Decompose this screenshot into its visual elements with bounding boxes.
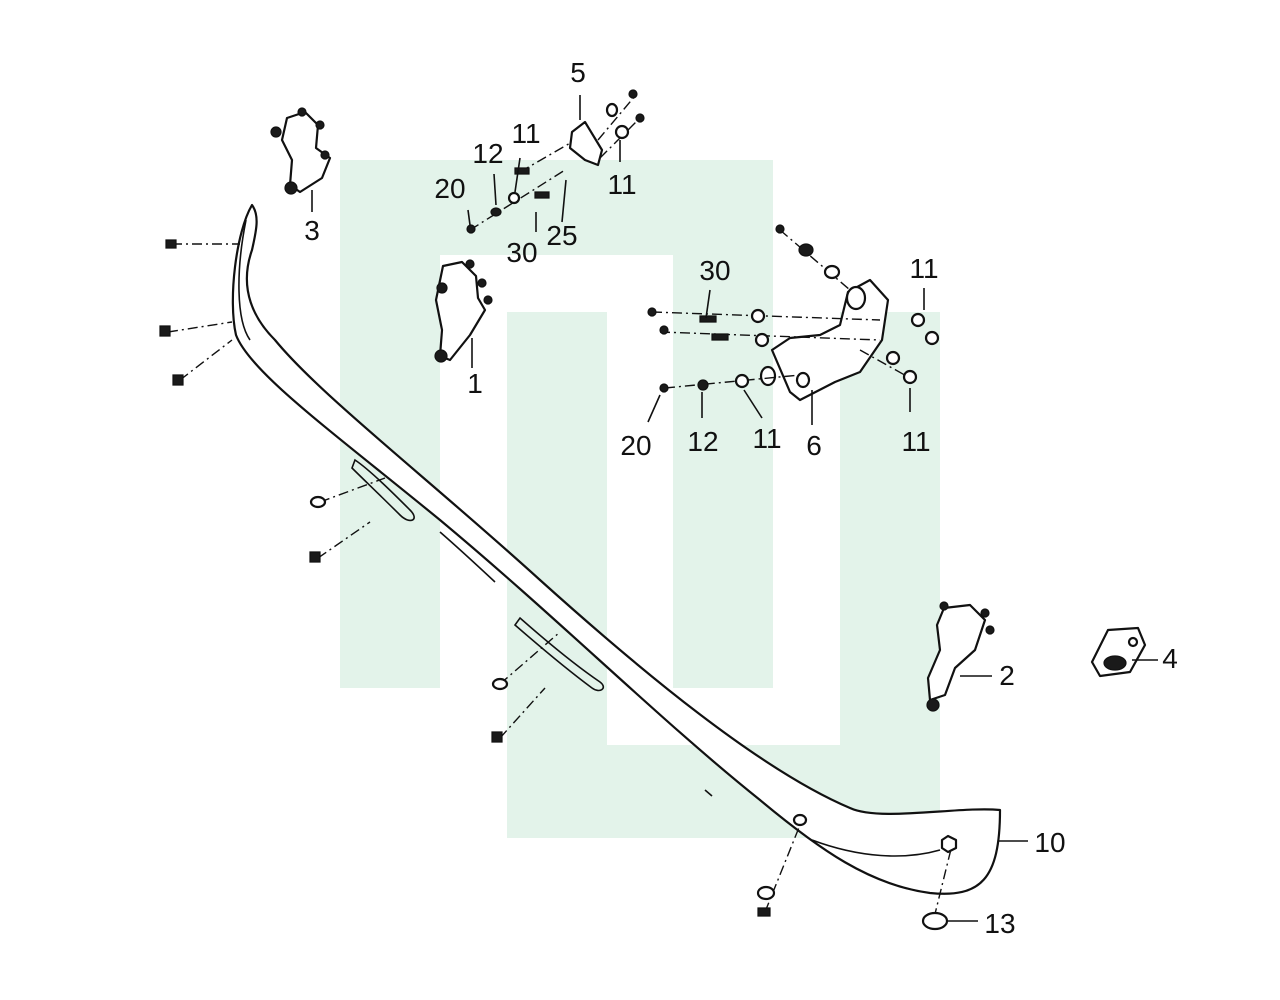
washer-icon <box>750 308 766 324</box>
label-mid-11-top: 11 <box>909 253 938 284</box>
bolt-icon <box>491 731 503 743</box>
label-part-1: 1 <box>467 368 483 399</box>
washer-icon <box>798 243 814 257</box>
washer-icon <box>614 124 630 140</box>
label-part-4: 4 <box>1162 643 1178 674</box>
bolt-icon <box>757 907 771 917</box>
bolt-icon <box>659 325 669 335</box>
label-top-11-right: 11 <box>607 169 636 200</box>
part-4-plate <box>1090 626 1158 678</box>
label-top-30: 30 <box>506 237 537 268</box>
washer-icon <box>507 191 521 205</box>
label-bot-12: 12 <box>687 426 718 457</box>
label-bot-11-right: 11 <box>901 426 930 457</box>
washer-icon <box>754 332 770 348</box>
bumper-bar <box>231 203 1002 895</box>
bolt-icon <box>165 239 177 249</box>
part-5-bracket <box>466 89 645 234</box>
bolt-icon <box>172 374 184 386</box>
label-top-12: 12 <box>472 138 503 169</box>
washer-icon <box>756 885 776 901</box>
label-top-25: 25 <box>546 220 577 251</box>
bolt-icon <box>659 383 669 393</box>
bolt-icon <box>635 113 645 123</box>
part-2-bracket <box>926 601 995 712</box>
bolt-icon <box>775 224 785 234</box>
washer-icon <box>823 264 841 280</box>
label-top-20: 20 <box>434 173 465 204</box>
bolt-icon <box>466 224 476 234</box>
label-bot-20: 20 <box>620 430 651 461</box>
washer-icon <box>309 495 327 509</box>
washer-icon <box>734 373 750 389</box>
bolt-icon <box>699 315 717 323</box>
part-3-bracket <box>270 107 332 212</box>
nut-icon <box>940 834 958 854</box>
washer-icon <box>697 379 709 391</box>
washer-icon <box>921 911 949 931</box>
callout-labels: 3 1 2 4 5 6 10 13 20 12 11 11 30 25 30 1… <box>304 57 1178 939</box>
washer-icon <box>792 813 808 827</box>
bolt-icon <box>159 325 171 337</box>
label-part-5: 5 <box>570 57 586 88</box>
washer-icon <box>885 350 901 366</box>
washer-icon <box>902 369 918 385</box>
bolt-icon <box>711 333 729 341</box>
washer-icon <box>910 312 926 328</box>
part-1-bracket <box>434 259 493 368</box>
label-part-6: 6 <box>806 430 822 461</box>
label-mid-30: 30 <box>699 255 730 286</box>
bolt-icon <box>647 307 657 317</box>
label-bot-11: 11 <box>752 423 781 454</box>
part-6-bracket <box>647 224 940 425</box>
label-part-10: 10 <box>1034 827 1065 858</box>
washer-icon <box>924 330 940 346</box>
bumper-fasteners <box>159 239 958 919</box>
watermark <box>340 160 940 838</box>
watermark-shape <box>507 312 940 838</box>
label-part-13: 13 <box>984 908 1015 939</box>
watermark-shape <box>340 160 773 688</box>
label-part-2: 2 <box>999 660 1015 691</box>
label-top-11: 11 <box>511 118 540 149</box>
part-13 <box>921 911 978 931</box>
washer-icon <box>490 207 502 217</box>
bolt-icon <box>309 551 321 563</box>
label-part-3: 3 <box>304 215 320 246</box>
washer-icon <box>491 677 509 691</box>
washer-icon <box>605 102 619 118</box>
bolt-icon <box>628 89 638 99</box>
bolt-icon <box>534 191 550 199</box>
